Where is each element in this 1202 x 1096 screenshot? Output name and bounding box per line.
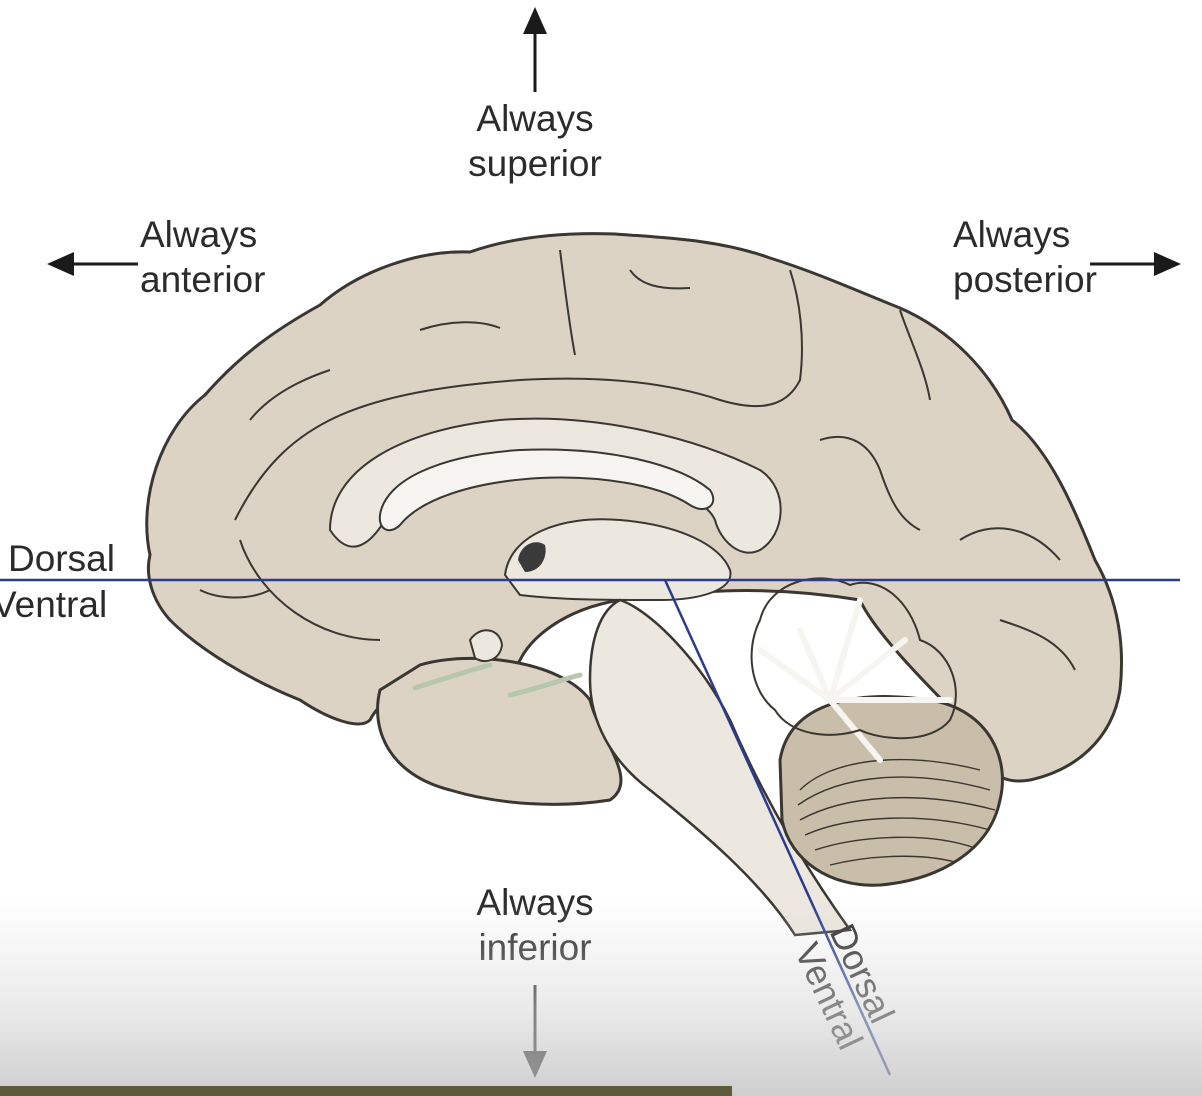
label-always-inferior: Always inferior xyxy=(455,880,615,970)
anterior-commissure xyxy=(518,542,546,572)
anterior-line2: anterior xyxy=(140,259,266,300)
superior-line1: Always xyxy=(476,98,594,139)
arbor-vitae xyxy=(757,597,953,763)
pituitary xyxy=(468,629,504,663)
cerebellum-folia xyxy=(797,758,996,866)
optic-tract xyxy=(412,662,583,698)
label-always-anterior: Always anterior xyxy=(140,212,265,302)
label-always-posterior: Always posterior xyxy=(953,212,1097,302)
superior-line2: superior xyxy=(468,143,602,184)
lateral-ventricle xyxy=(378,448,715,532)
sulci xyxy=(199,249,1076,671)
footer-bar xyxy=(0,1086,732,1096)
label-horizontal-ventral: Ventral xyxy=(0,582,107,627)
label-horizontal-dorsal: Dorsal xyxy=(8,536,115,581)
label-always-superior: Always superior xyxy=(455,96,615,186)
ventral-text: Ventral xyxy=(0,584,108,625)
dorsal-text: Dorsal xyxy=(8,538,115,579)
inferior-line2: inferior xyxy=(478,927,592,968)
vermis-tree xyxy=(750,577,957,740)
anterior-line1: Always xyxy=(140,214,258,255)
posterior-line1: Always xyxy=(953,214,1071,255)
inferior-line1: Always xyxy=(476,882,594,923)
temporal-lobe xyxy=(376,656,623,806)
posterior-line2: posterior xyxy=(953,259,1097,300)
